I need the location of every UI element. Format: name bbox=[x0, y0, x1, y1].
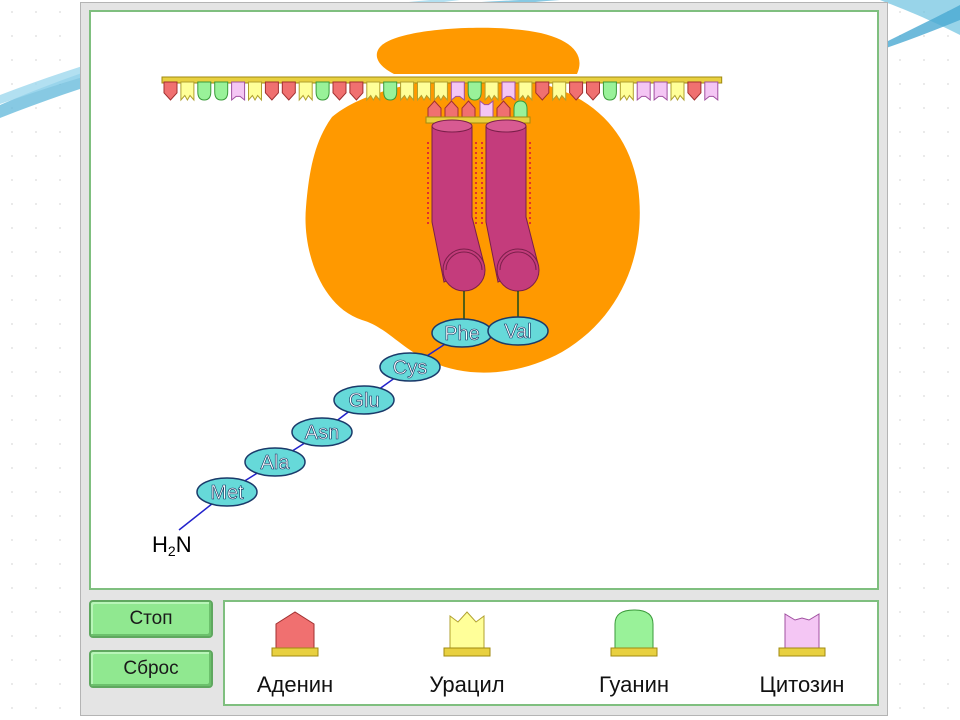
svg-text:Met: Met bbox=[210, 482, 244, 504]
polypeptide-chain: H2N Met Ala Asn Glu Cys Phe Val bbox=[152, 316, 549, 559]
mrna-nucleotide-adenine bbox=[687, 81, 702, 101]
amino-acid-asn: Asn bbox=[291, 417, 353, 447]
stop-button[interactable]: Стоп bbox=[89, 600, 213, 638]
legend-item-adenine: Аденин bbox=[225, 602, 365, 702]
amino-acid-phe: Phe bbox=[431, 318, 493, 348]
mrna-nucleotide-uracil bbox=[619, 81, 634, 102]
mrna-nucleotide-cytosine bbox=[450, 81, 465, 102]
mrna-nucleotide-uracil bbox=[400, 81, 415, 102]
translation-canvas: H2N Met Ala Asn Glu Cys Phe Val bbox=[89, 10, 879, 590]
trna-body bbox=[427, 119, 486, 320]
mrna-nucleotide-adenine bbox=[264, 81, 279, 101]
mrna-nucleotide-uracil bbox=[518, 81, 533, 102]
trna-molecules bbox=[425, 99, 540, 320]
legend-label-uracil: Урацил bbox=[429, 672, 505, 697]
mrna-nucleotide-cytosine bbox=[231, 81, 246, 102]
nucleotide-legend: Аденин Урацил Гуанин Цитозин bbox=[223, 600, 879, 706]
mrna-nucleotide-uracil bbox=[417, 81, 431, 102]
amino-acid-cys: Cys bbox=[379, 352, 441, 382]
legend-label-cytosine: Цитозин bbox=[759, 672, 845, 697]
mrna-nucleotide-guanine bbox=[197, 81, 212, 101]
translation-scene: H2N Met Ala Asn Glu Cys Phe Val bbox=[152, 27, 723, 559]
n-terminus-label: H2N bbox=[152, 532, 192, 559]
mrna-nucleotide-uracil bbox=[298, 81, 313, 102]
mrna-nucleotide-uracil bbox=[552, 81, 567, 102]
mrna-nucleotide-cytosine bbox=[704, 81, 719, 102]
mrna-nucleotide-guanine bbox=[383, 81, 398, 101]
ribosome-small-subunit bbox=[376, 27, 580, 75]
mrna-nucleotide-uracil bbox=[670, 81, 685, 102]
legend-item-uracil: Урацил bbox=[397, 602, 537, 702]
legend-label-guanine: Гуанин bbox=[598, 672, 670, 697]
amino-acid-ala: Ala bbox=[244, 447, 306, 477]
legend-item-cytosine: Цитозин bbox=[732, 602, 872, 702]
mrna-nucleotide-adenine bbox=[586, 81, 600, 101]
amino-acid-met: Met bbox=[196, 477, 258, 507]
trna-body bbox=[481, 119, 540, 320]
mrna-nucleotide-adenine bbox=[535, 81, 550, 101]
mrna-nucleotide-guanine bbox=[467, 81, 482, 101]
cytosine-nucleotide-icon bbox=[778, 613, 826, 657]
mrna-nucleotide-cytosine bbox=[501, 81, 516, 102]
svg-text:Cys: Cys bbox=[393, 357, 427, 379]
svg-text:Phe: Phe bbox=[444, 323, 480, 345]
adenine-nucleotide-icon bbox=[271, 611, 319, 657]
mrna-nucleotide-guanine bbox=[315, 81, 330, 101]
svg-text:Glu: Glu bbox=[348, 390, 379, 412]
mrna-nucleotide-uracil bbox=[366, 81, 381, 102]
amino-acid-glu: Glu bbox=[333, 385, 395, 415]
mrna-nucleotide-adenine bbox=[349, 81, 364, 101]
mrna-nucleotide-uracil bbox=[484, 81, 499, 102]
mrna-nucleotide-uracil bbox=[180, 81, 195, 102]
svg-text:Ala: Ala bbox=[261, 452, 291, 474]
legend-item-guanine: Гуанин bbox=[564, 602, 704, 702]
mrna-nucleotide-cytosine bbox=[653, 81, 668, 102]
trna-molecule bbox=[427, 100, 476, 120]
uracil-nucleotide-icon bbox=[443, 611, 491, 657]
trna-anticodon-backbone bbox=[425, 116, 531, 124]
mrna-nucleotide-adenine bbox=[281, 81, 296, 101]
mrna-nucleotide-uracil bbox=[248, 81, 262, 102]
mrna-nucleotide-uracil bbox=[433, 81, 448, 102]
mrna-nucleotide-adenine bbox=[163, 81, 178, 101]
mrna-nucleotide-guanine bbox=[602, 81, 617, 101]
amino-acid-val: Val bbox=[487, 316, 549, 346]
mrna-nucleotide-adenine bbox=[332, 81, 347, 101]
mrna-nucleotide-cytosine bbox=[636, 81, 651, 102]
mrna-nucleotide-adenine bbox=[569, 81, 584, 101]
legend-label-adenine: Аденин bbox=[256, 672, 334, 697]
guanine-nucleotide-icon bbox=[610, 609, 658, 657]
svg-text:Asn: Asn bbox=[305, 422, 339, 444]
svg-text:Val: Val bbox=[504, 321, 531, 343]
mrna-strand bbox=[161, 76, 723, 102]
mrna-nucleotide-guanine bbox=[214, 81, 229, 101]
trna-anticodon-guanine bbox=[513, 100, 528, 120]
reset-button[interactable]: Сброс bbox=[89, 650, 213, 688]
